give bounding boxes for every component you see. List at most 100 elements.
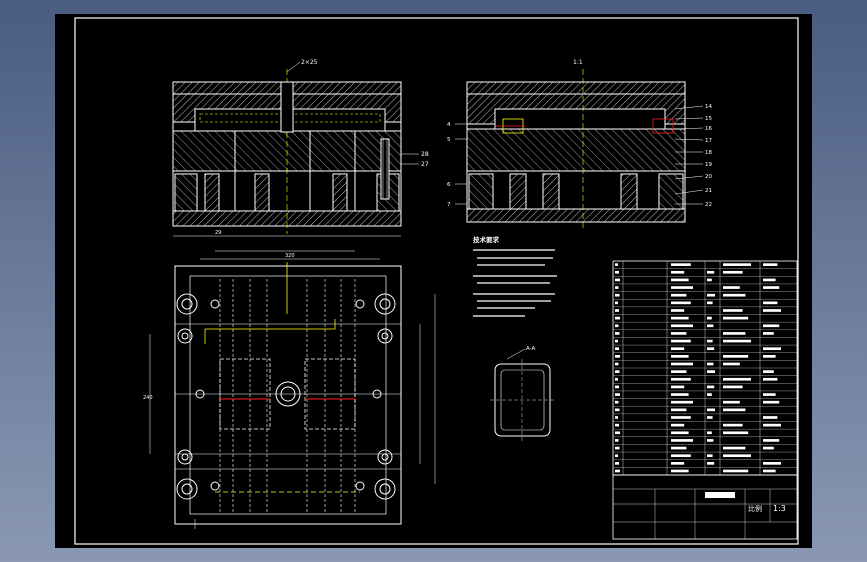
parts-list-cell-text [671, 332, 687, 335]
parts-list-cell-text [723, 293, 746, 297]
parts-list-cell-text [671, 393, 689, 396]
parts-list-cell-text [671, 385, 685, 389]
parts-list-cell-text [671, 347, 685, 351]
parts-list-cell-text [615, 462, 619, 465]
parts-list-cell-text [615, 347, 619, 351]
parts-list-cell-text [707, 393, 712, 396]
parts-list-cell-text [671, 400, 693, 404]
parts-list-cell-text [723, 469, 749, 473]
parts-list-cell-text [615, 423, 619, 427]
detail-view: A-A [490, 346, 555, 442]
parts-list-cell-text [671, 286, 693, 289]
parts-list-cell-text [615, 309, 619, 312]
parts-list-cell-text [707, 416, 713, 419]
parts-list-cell-text [707, 439, 714, 442]
parts-list-cell-text [615, 278, 620, 282]
tech-notes-title: 技术要求 [473, 235, 500, 244]
parts-list-cell-text [615, 355, 620, 358]
parts-list-cell-text [707, 462, 715, 465]
parts-list-cell-text [707, 301, 713, 305]
parts-list-cell-text [707, 370, 715, 373]
parts-list-cell-text [763, 324, 780, 328]
svg-text:6: 6 [447, 182, 451, 188]
parts-list-cell-text [707, 278, 712, 282]
parts-list-cell-text [615, 301, 618, 305]
mold-assembly-drawing: 28 27 2×25 29 [74, 17, 799, 545]
parts-list-cell-text [763, 370, 774, 373]
parts-list-cell-text [671, 263, 691, 266]
parts-list-cell-text [723, 339, 751, 343]
parts-list-cell-text [615, 339, 618, 343]
technical-requirements: 技术要求 [473, 235, 557, 317]
svg-text:5: 5 [447, 137, 451, 143]
parts-list-cell-text [671, 293, 687, 297]
parts-list-cell-text [763, 439, 780, 442]
title-block: 比例 1:3 [612, 474, 798, 540]
parts-list-cell-text [707, 408, 715, 412]
parts-list-cell-text [615, 362, 619, 366]
parts-list-cell-text [615, 270, 619, 274]
parts-list-cell-text [723, 355, 749, 358]
parts-list-cell-text [763, 278, 776, 282]
parts-list-cell-text [615, 439, 619, 442]
svg-text:27: 27 [421, 161, 429, 168]
parts-list-cell-text [763, 416, 778, 419]
drawing-frame [74, 17, 799, 545]
parts-list-cell-text [615, 431, 620, 435]
parts-list-cell-text [723, 309, 743, 312]
parts-list-cell-text [723, 408, 746, 412]
parts-list-cell-text [615, 408, 620, 412]
parts-list-cell-text [615, 446, 620, 450]
parts-list-cell-text [671, 454, 691, 458]
parts-list-cell-text [723, 263, 751, 266]
detail-view-label: A-A [526, 346, 536, 352]
parts-list-cell-text [671, 431, 689, 435]
parts-list-cell-text [763, 286, 780, 289]
parts-list-cell-text [707, 339, 713, 343]
parts-list-cell-text [763, 332, 774, 335]
parts-list-cell-text [671, 270, 685, 274]
parts-list-cell-text [763, 400, 780, 404]
svg-text:20: 20 [705, 174, 712, 180]
parts-list-cell-text [707, 293, 715, 297]
parts-list-cell-text [671, 462, 685, 465]
parts-list-cell-text [723, 332, 746, 335]
svg-text:7: 7 [447, 202, 451, 208]
parts-list-cell-text [723, 385, 743, 389]
parts-list-cell-text [723, 362, 740, 366]
parts-list-cell-text [723, 446, 746, 450]
parts-list-cell-text [723, 316, 749, 320]
parts-list-cell-text [763, 377, 778, 381]
right-section-view: 14 15 16 17 18 19 20 21 22 4 5 6 7 1:1 [447, 59, 712, 229]
parts-list-cell-text [671, 446, 687, 450]
svg-text:18: 18 [705, 150, 712, 156]
svg-text:19: 19 [705, 162, 712, 168]
parts-list-cell-text [671, 377, 691, 381]
svg-text:4: 4 [447, 122, 451, 128]
parts-list-cell-text [671, 309, 685, 312]
left-section-dim: 2×25 [301, 59, 318, 66]
parts-list-cell-text [707, 270, 715, 274]
parts-list-cell-text [671, 370, 687, 373]
parts-list-cell-text [671, 408, 687, 412]
parts-list-cell-text [707, 324, 714, 328]
parts-list-cell-text [723, 400, 740, 404]
parts-list-cell-text [763, 263, 778, 266]
cad-drawing-viewport[interactable]: 28 27 2×25 29 [55, 14, 812, 548]
parts-list-cell-text [707, 454, 713, 458]
parts-list-cell-text [671, 362, 693, 366]
parts-list-cell-text [763, 446, 774, 450]
parts-list-cell-text [707, 316, 712, 320]
svg-text:240: 240 [143, 395, 153, 401]
plan-view: 320 240 [143, 250, 436, 529]
parts-list-cell-text [763, 393, 776, 396]
parts-list-cell-text [763, 355, 776, 358]
left-section-view: 28 27 2×25 29 [172, 59, 429, 237]
parts-list-cell-text [671, 439, 693, 442]
parts-list-cell-text [671, 278, 689, 282]
parts-list-cell-text [671, 469, 689, 473]
parts-list-cell-text [615, 454, 618, 458]
parts-list-cell-text [615, 324, 619, 328]
parts-list-cell-text [615, 377, 618, 381]
parts-list-cell-text [763, 301, 778, 305]
